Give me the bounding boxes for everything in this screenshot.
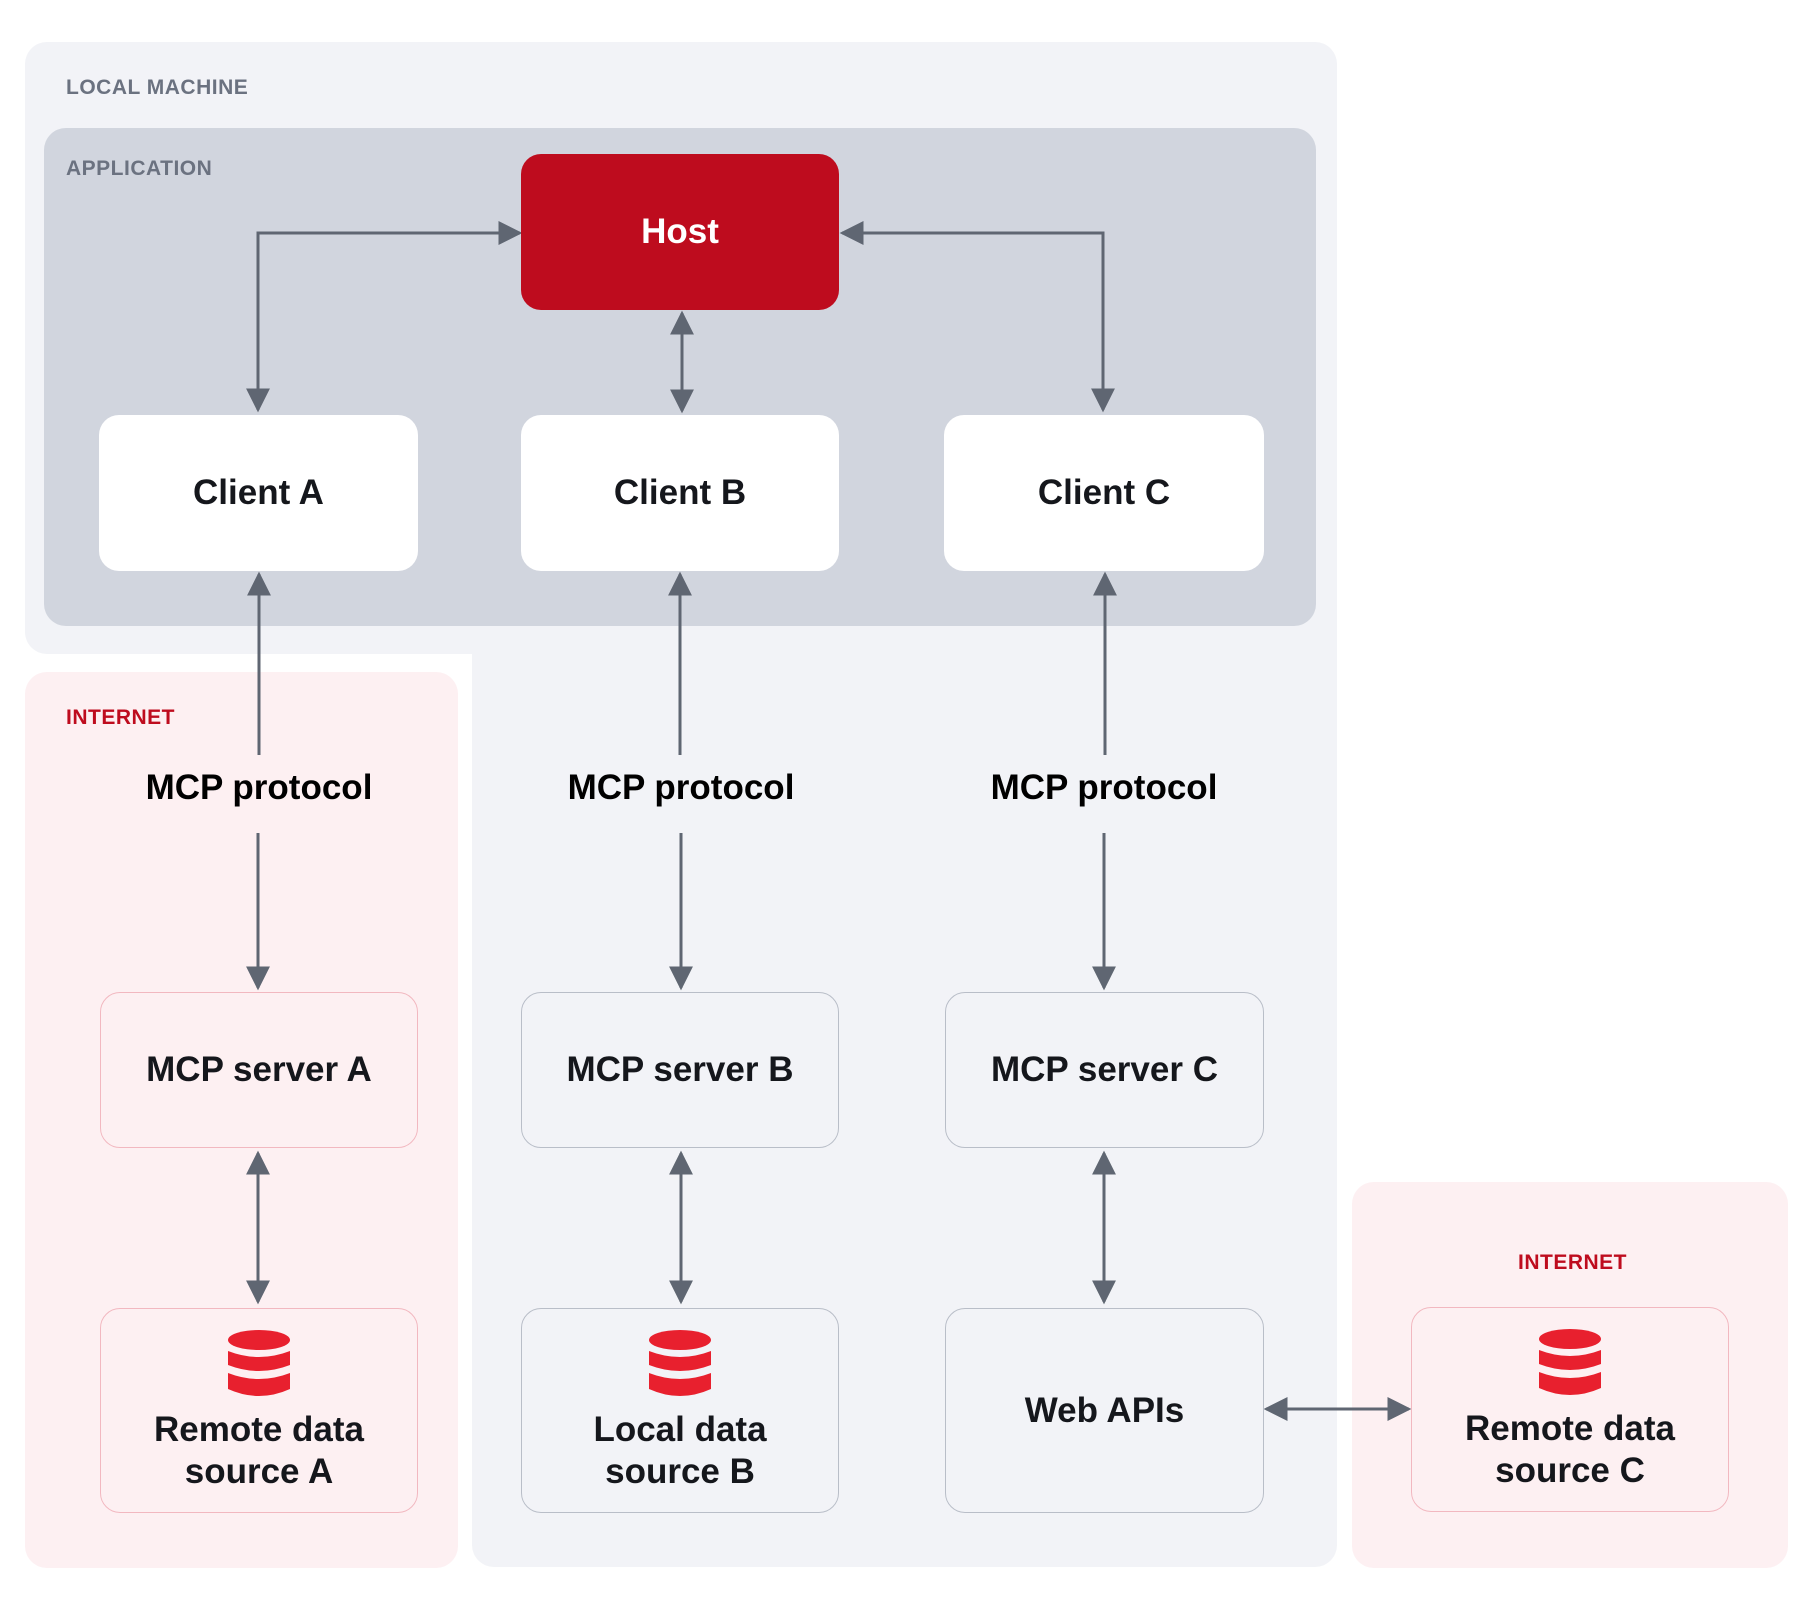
client-c-node: Client C — [944, 415, 1264, 571]
local-machine-label: LOCAL MACHINE — [66, 76, 249, 99]
application-label: APPLICATION — [66, 157, 213, 180]
mcp-server-c-node: MCP server C — [945, 992, 1264, 1148]
arrow-host-client-a — [246, 221, 523, 413]
client-b-node: Client B — [521, 415, 839, 571]
client-c-label: Client C — [1037, 473, 1171, 512]
mcp-server-a-node: MCP server A — [100, 992, 418, 1148]
remote-data-source-a-node: Remote data source A — [100, 1308, 418, 1513]
mcp-server-b-label: MCP server B — [566, 1050, 794, 1089]
mcp-server-a-label: MCP server A — [146, 1050, 372, 1089]
mcp-server-c-label: MCP server C — [991, 1050, 1218, 1089]
protocol-label-c: MCP protocol — [990, 768, 1218, 807]
internet-label-left: INTERNET — [66, 706, 175, 729]
local-data-source-b-node: Local data source B — [521, 1308, 839, 1513]
database-icon — [228, 1329, 290, 1396]
remote-data-source-a-line2: source A — [184, 1451, 334, 1491]
host-label: Host — [641, 212, 719, 251]
client-b-label: Client B — [613, 473, 747, 512]
web-apis-label: Web APIs — [1024, 1390, 1185, 1430]
database-icon — [649, 1329, 711, 1396]
remote-data-source-a-line1: Remote data — [153, 1409, 365, 1449]
client-a-node: Client A — [99, 415, 418, 571]
local-data-source-b-line2: source B — [605, 1451, 755, 1491]
remote-data-source-c-line2: source C — [1495, 1450, 1645, 1490]
protocol-label-a: MCP protocol — [145, 768, 373, 807]
remote-data-source-c-line1: Remote data — [1464, 1408, 1676, 1448]
client-a-label: Client A — [193, 473, 324, 512]
protocol-label-b: MCP protocol — [567, 768, 795, 807]
web-apis-node: Web APIs — [945, 1308, 1264, 1513]
local-data-source-b-line1: Local data — [593, 1409, 767, 1449]
internet-label-right: INTERNET — [1518, 1251, 1627, 1274]
mcp-server-b-node: MCP server B — [521, 992, 839, 1148]
host-node: Host — [521, 154, 839, 310]
remote-data-source-c-node: Remote data source C — [1411, 1307, 1729, 1512]
database-icon — [1539, 1328, 1601, 1395]
arrow-host-client-c — [839, 221, 1115, 413]
